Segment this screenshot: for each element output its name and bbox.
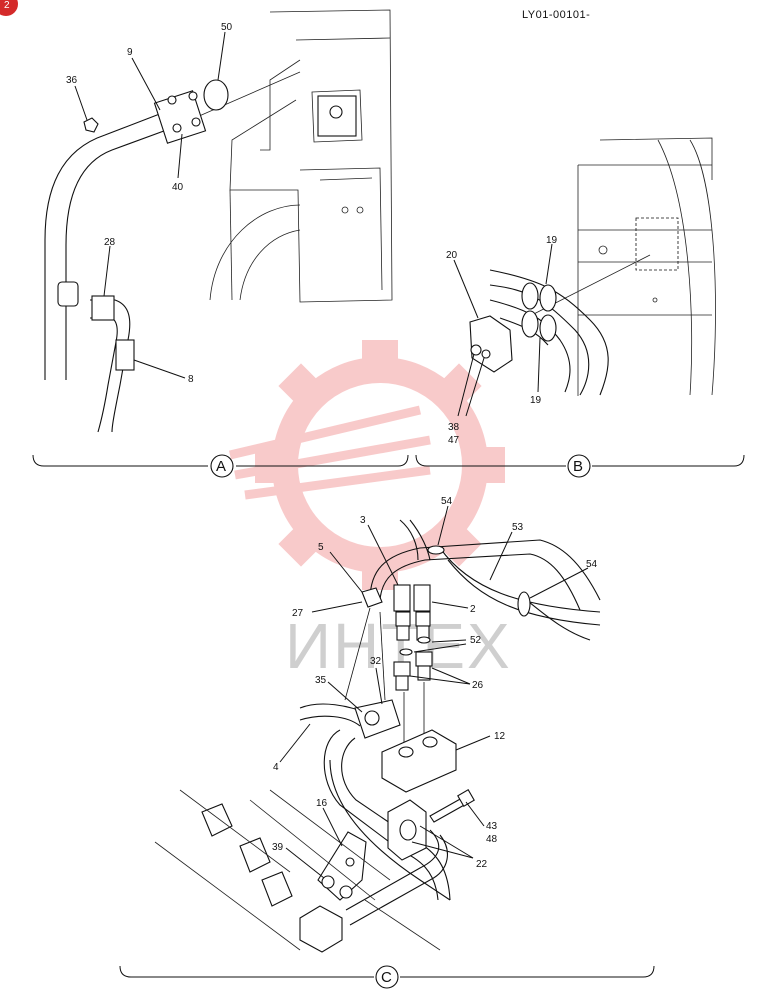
section-b-label: B [573,458,583,475]
callout-40: 40 [172,182,184,193]
section-a-labels: 50 9 36 40 28 8 [66,22,233,385]
callout-3: 3 [360,515,366,526]
section-b-labels: 20 19 19 38 47 [446,235,558,446]
section-a-bracket: A [32,454,409,478]
callout-35: 35 [315,675,327,686]
page-badge-number: 2 [4,0,10,11]
section-a-drawing: 50 9 36 40 28 8 [44,9,393,433]
callout-53: 53 [512,522,524,533]
watermark-gear-icon [228,340,505,590]
callout-8: 8 [188,374,194,385]
callout-47: 47 [448,435,460,446]
callout-32: 32 [370,656,382,667]
callout-20: 20 [446,250,458,261]
callout-19-top: 19 [546,235,558,246]
callout-43: 43 [486,821,498,832]
callout-52: 52 [470,635,482,646]
callout-16: 16 [316,798,328,809]
section-b-drawing: 20 19 19 38 47 [446,137,716,446]
callout-12: 12 [494,731,506,742]
callout-4: 4 [273,762,279,773]
callout-54-top: 54 [441,496,453,507]
callout-27: 27 [292,608,304,619]
section-c-labels: 3 54 53 54 5 27 2 52 32 35 26 4 12 16 43… [272,496,598,870]
document-id: LY01-00101- [522,9,590,21]
callout-28: 28 [104,237,116,248]
callout-9: 9 [127,47,133,58]
callout-5: 5 [318,542,324,553]
section-b-bracket: B [415,454,745,478]
callout-22: 22 [476,859,488,870]
callout-38: 38 [448,422,460,433]
callout-2: 2 [470,604,476,615]
callout-48: 48 [486,834,498,845]
section-c-drawing: 3 54 53 54 5 27 2 52 32 35 26 4 12 16 43… [154,496,601,953]
page-badge: 2 [0,0,18,16]
callout-39: 39 [272,842,284,853]
section-c-bracket: C [119,965,655,989]
callout-36: 36 [66,75,78,86]
callout-26: 26 [472,680,484,691]
section-a-label: A [216,458,226,475]
section-c-label: C [381,969,392,986]
callout-19-bottom: 19 [530,395,542,406]
callout-54-right: 54 [586,559,598,570]
callout-50: 50 [221,22,233,33]
